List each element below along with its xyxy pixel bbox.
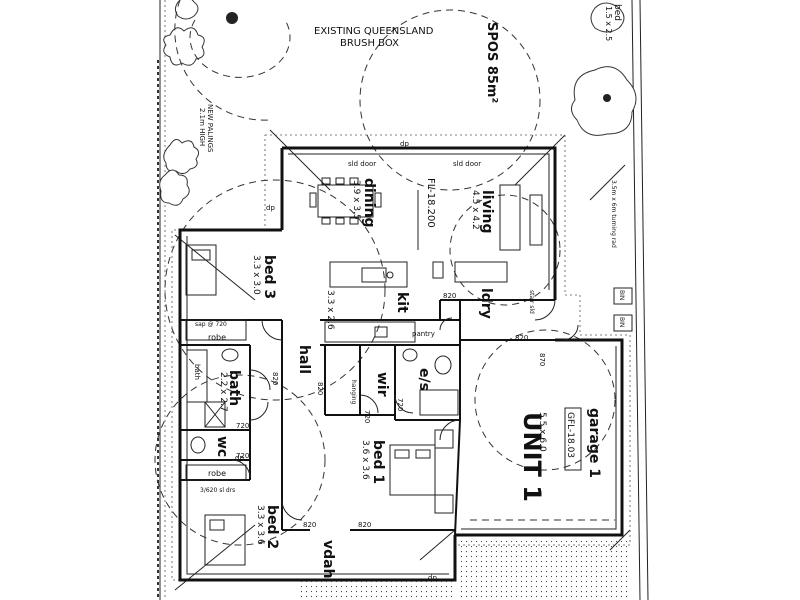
sld-door-label-2: sld door bbox=[453, 160, 481, 168]
door-swings bbox=[231, 299, 579, 521]
dining-table bbox=[309, 177, 382, 225]
top-right-bed-label: bed bbox=[612, 4, 622, 21]
living-dim: 4.5 x 4.2 bbox=[470, 190, 480, 230]
bin-label-1: BIN bbox=[618, 290, 625, 300]
door-820-d: 820 bbox=[358, 521, 371, 529]
es-label: e/s bbox=[416, 368, 432, 391]
bed3-furniture bbox=[185, 244, 247, 341]
bath-dim: 2.2 x 2.7 bbox=[218, 372, 228, 412]
ensuite-fixtures bbox=[402, 348, 459, 416]
bed2-label: bed 2 bbox=[264, 505, 280, 549]
new-palings-label: NEW PALINGS bbox=[206, 104, 214, 153]
bath-tub-label: bath bbox=[193, 364, 201, 380]
door-720-c: 720 bbox=[396, 398, 404, 411]
wir-label: wir bbox=[374, 372, 390, 397]
bed2-robe-label: robe bbox=[208, 469, 226, 478]
downpipe-1: dp bbox=[266, 204, 275, 212]
living-furniture bbox=[417, 184, 543, 283]
bed3-robe-label: robe bbox=[208, 333, 226, 342]
garage-level-box bbox=[564, 407, 582, 471]
tree-root-zone-1 bbox=[359, 9, 541, 191]
top-right-bed-dim: 1.5 x 2.5 bbox=[604, 6, 613, 41]
dining-label: dining bbox=[361, 178, 377, 228]
door-870: 870 bbox=[538, 353, 546, 366]
trees-left bbox=[159, 0, 205, 206]
turning-note: 3.5m x 6m turning rad bbox=[610, 180, 617, 248]
roof-outline bbox=[171, 134, 631, 581]
pantry-label: pantry bbox=[412, 330, 435, 338]
tree-root-zone-3 bbox=[474, 329, 616, 471]
garage-level-label: GFL-18.03 bbox=[565, 412, 575, 458]
bath-label: bath bbox=[226, 370, 242, 406]
bin-box-2 bbox=[613, 314, 633, 332]
door-720-a: 720 bbox=[236, 422, 249, 430]
door-720-d: 720 bbox=[363, 410, 371, 423]
bed2-furniture bbox=[185, 464, 247, 566]
tree-root-zone-4 bbox=[154, 374, 326, 546]
bath-fixtures bbox=[186, 348, 239, 454]
unit-label: UNIT 1 bbox=[518, 412, 546, 502]
tree-root-zone-6 bbox=[174, 0, 271, 121]
downpipe-4: dp bbox=[428, 574, 437, 582]
bed3-label: bed 3 bbox=[261, 255, 277, 299]
bed2-robe-note: 3/620 sl drs bbox=[200, 487, 235, 494]
roof-lines bbox=[174, 129, 631, 591]
door-820-vert: 820 bbox=[316, 382, 324, 395]
tree-right bbox=[571, 2, 637, 136]
palings-height-label: 2.1m HIGH bbox=[198, 108, 206, 146]
leader-line bbox=[589, 164, 626, 201]
door-820-a: 820 bbox=[443, 292, 456, 300]
garage-label: garage 1 bbox=[586, 408, 602, 478]
door-820-hall: 820 bbox=[271, 372, 279, 385]
bin-box-1 bbox=[613, 287, 633, 305]
downpipe-2: dp bbox=[400, 140, 409, 148]
kit-label: kit bbox=[394, 292, 410, 313]
tree-canopy-top bbox=[189, 12, 291, 78]
stair-sld-label: stair sld bbox=[528, 290, 535, 314]
dining-dim: 3.9 x 3.5 bbox=[351, 180, 361, 220]
path-hatch bbox=[300, 580, 455, 600]
kitchen-island bbox=[324, 261, 416, 343]
bed2-dim: 3.3 x 3.6 bbox=[255, 505, 265, 545]
bed3-robe-note: sap @ 720 bbox=[195, 321, 227, 328]
wc-label: wc bbox=[214, 436, 230, 457]
door-820-b: 820 bbox=[515, 334, 528, 342]
living-label: living bbox=[479, 190, 495, 234]
driveway-hatch bbox=[460, 540, 630, 600]
bed3-dim: 3.3 x 3.0 bbox=[251, 255, 261, 295]
ldry-label: ldry bbox=[478, 288, 494, 319]
external-walls bbox=[178, 146, 624, 582]
door-820-c: 820 bbox=[303, 521, 316, 529]
tree-title-line-2: BRUSH BOX bbox=[340, 38, 399, 49]
bin-label-2: BIN bbox=[618, 317, 625, 327]
door-720-b: 720 bbox=[236, 452, 249, 460]
tree-root-zone-5 bbox=[449, 194, 561, 306]
wir-sub-label: hanging bbox=[350, 380, 357, 405]
tree-root-zone-2 bbox=[164, 179, 386, 401]
garage-dim: 5.5 x 6.0 bbox=[537, 412, 547, 452]
bed1-dim: 3.6 x 3.6 bbox=[360, 440, 370, 480]
vdah-label: vdah bbox=[320, 540, 336, 579]
floor-level-label: FL-18.200 bbox=[425, 178, 436, 228]
bed1-label: bed 1 bbox=[370, 440, 386, 484]
tree-title-line-1: EXISTING QUEENSLAND bbox=[314, 26, 434, 37]
bed1-furniture bbox=[389, 429, 454, 514]
downpipe-3: dp bbox=[235, 454, 244, 462]
right-boundary-2 bbox=[639, 0, 649, 600]
kit-dim: 3.3 x 2.6 bbox=[325, 290, 335, 330]
sld-door-label-1: sld door bbox=[348, 160, 376, 168]
spos-label: SPOS 85m² bbox=[484, 22, 499, 103]
hall-label: hall bbox=[296, 345, 312, 374]
